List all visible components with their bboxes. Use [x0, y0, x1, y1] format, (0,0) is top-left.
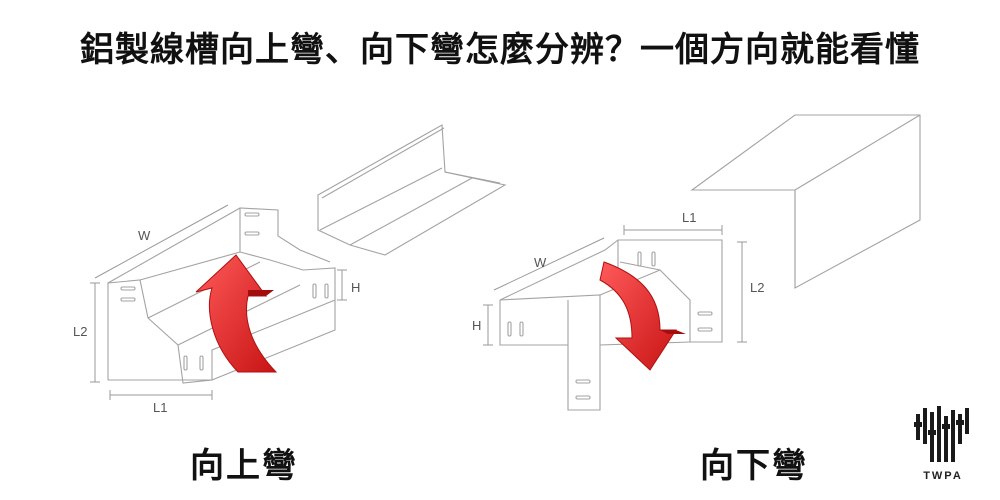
caption-upward-bend: 向上彎: [190, 446, 298, 486]
downward-bend-tray: [499, 239, 723, 411]
curved-arrow-up-icon: [195, 254, 278, 373]
logo-text: TWPA: [923, 470, 963, 482]
caption-downward-bend: 向下彎: [700, 446, 808, 486]
left-dim-l2: L2: [73, 324, 87, 339]
page-title: 鋁製線槽向上彎、向下彎怎麼分辨？一個方向就能看懂: [80, 30, 920, 70]
right-dimension-lines: [483, 225, 747, 346]
curved-arrow-down-icon: [599, 261, 686, 371]
right-dim-w: W: [534, 255, 547, 270]
l-profile-cover-left: [317, 124, 507, 256]
right-dim-h: H: [472, 318, 481, 333]
logo-mark-icon: [914, 406, 969, 462]
left-dimension-lines: [90, 204, 347, 400]
twpa-logo: TWPA: [910, 402, 980, 492]
left-dim-w: W: [138, 228, 151, 243]
left-dim-h: H: [351, 280, 360, 295]
right-dim-l2: L2: [750, 280, 764, 295]
l-profile-cover-right: [690, 114, 921, 289]
left-dim-l1: L1: [153, 400, 167, 415]
right-dim-l1: L1: [682, 210, 696, 225]
